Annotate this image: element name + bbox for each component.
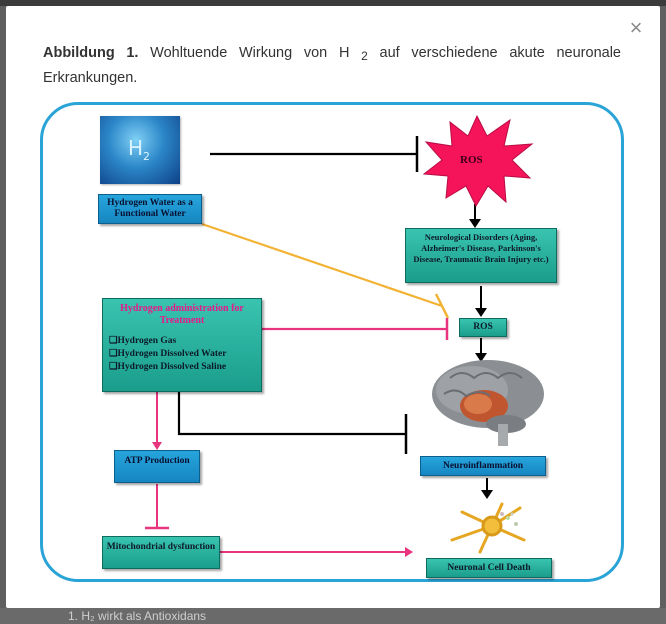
brain-icon [432, 360, 544, 446]
backdrop-bottom: 1. H₂ wirkt als Antioxidans [0, 608, 666, 624]
diagram-connectors [145, 114, 544, 557]
neuroinflammation-box: Neuroinflammation [420, 456, 546, 476]
neurological-disorders-box: Neurological Disorders (Aging, Alzheimer… [405, 228, 557, 283]
arrowhead-disorders-ros [475, 308, 487, 317]
ros-top-label: ROS [460, 154, 483, 166]
h2-symbol: H2 [128, 136, 151, 163]
arrowhead-ros-disorders [469, 219, 481, 228]
arrowhead-admin-atp [152, 442, 162, 450]
arrowhead-mito-death [405, 547, 413, 557]
admin-list: ❑Hydrogen Gas ❑Hydrogen Dissolved Water … [103, 335, 261, 374]
ros-starburst-icon [422, 114, 534, 208]
atp-production-box: ATP Production [114, 450, 200, 483]
ros-mid-box: ROS [459, 318, 507, 337]
close-icon[interactable]: × [629, 15, 643, 40]
mitochondrial-dysfunction-box: Mitochondrial dysfunction [102, 536, 220, 569]
arrowhead-inflam-neuron [481, 490, 493, 499]
inhibit-line-water-ros [201, 222, 443, 308]
figure-frame [40, 102, 624, 582]
hydrogen-administration-box: Hydrogen administration for Treatment ❑H… [102, 298, 262, 392]
hydrogen-water-box: Hydrogen Water as a Functional Water [98, 194, 202, 224]
caption-text-after: auf verschiedene akute neuronale Erkrank… [43, 45, 621, 86]
caption-label: Abbildung 1. [43, 45, 139, 61]
backdrop-top [0, 0, 666, 6]
admin-item: ❑Hydrogen Gas [109, 336, 177, 346]
image-lightbox-modal: × Abbildung 1. Wohltuende Wirkung von H … [6, 6, 660, 608]
figure-diagram: H2 ROS Hydrogen Water as a Functional Wa… [32, 94, 632, 594]
admin-item: ❑Hydrogen Dissolved Water [109, 349, 227, 359]
arrowhead-ros-brain [475, 353, 487, 362]
inhibit-line-admin-inflam [177, 392, 405, 436]
neuronal-cell-death-box: Neuronal Cell Death [426, 558, 552, 578]
caption-subscript: 2 [361, 49, 368, 63]
background-page-text: 1. H₂ wirkt als Antioxidans [68, 609, 207, 623]
hydrogen-water-image: H2 [100, 116, 180, 184]
figure-caption: Abbildung 1. Wohltuende Wirkung von H 2 … [43, 42, 621, 89]
admin-title: Hydrogen administration for Treatment [120, 303, 244, 326]
caption-text-before: Wohltuende Wirkung von H [150, 45, 350, 61]
neuron-icon [450, 502, 526, 554]
inhibit-bar-water-ros [434, 293, 450, 319]
admin-item: ❑Hydrogen Dissolved Saline [109, 362, 227, 372]
